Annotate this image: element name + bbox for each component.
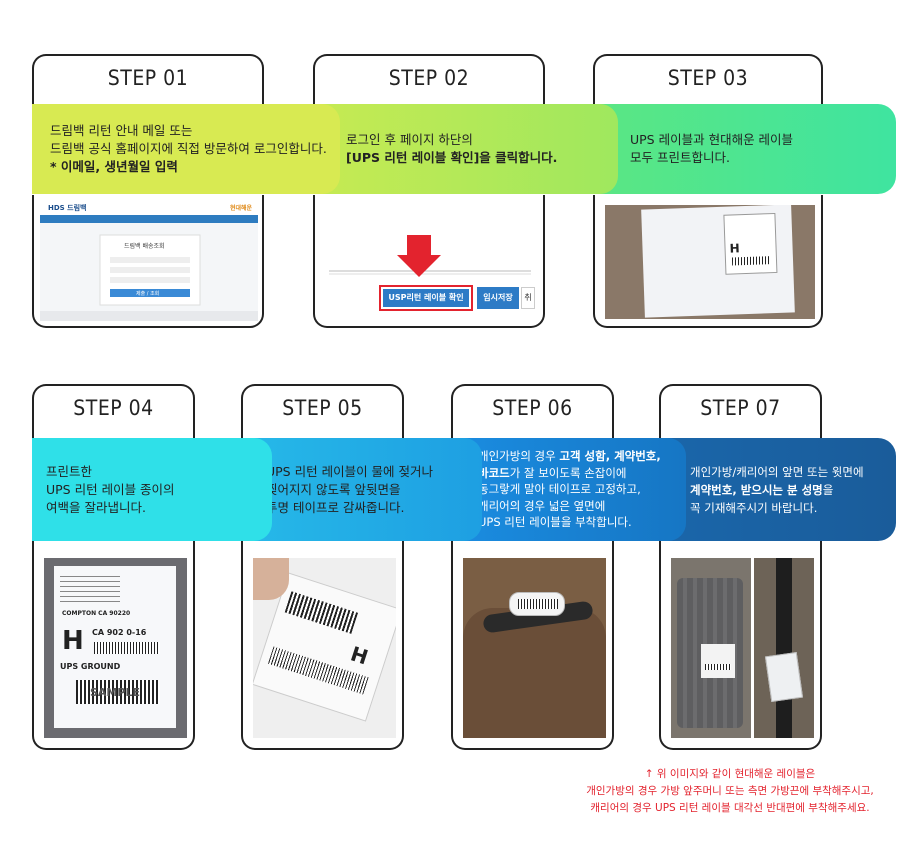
step-05-photo: H <box>253 558 396 738</box>
step-06-tab: STEP 06 <box>451 384 614 440</box>
step-01-brand-badge: 현대해운 <box>230 205 253 212</box>
step-07-label: STEP 07 <box>700 396 781 420</box>
barcode <box>284 591 359 634</box>
step-05-tab: STEP 05 <box>241 384 404 440</box>
trimmed-label: COMPTON CA 90220 H CA 902 0-16 UPS GROUN… <box>54 566 176 728</box>
step-02-band: 로그인 후 페이지 하단의 [UPS 리턴 레이블 확인]을 클릭합니다. <box>310 104 618 194</box>
printed-sheet: H <box>641 205 795 318</box>
step-02-tab: STEP 02 <box>313 54 545 106</box>
step-02-screenshot <box>329 235 531 277</box>
attachment-note: ↑ 위 이미지와 같이 현대해운 레이블은 개인가방의 경우 가방 앞주머니 또… <box>560 766 900 817</box>
step-02-label: STEP 02 <box>388 66 470 90</box>
step-02-card: USP리턴 레이블 확인 임시저장 취 <box>313 195 545 328</box>
label-sample: SAMPLE <box>90 686 140 699</box>
step-07-card <box>659 540 822 750</box>
step-04-photo: COMPTON CA 90220 H CA 902 0-16 UPS GROUN… <box>44 558 187 738</box>
step-01-card: HDS 드림백 현대해운 드림백 배송조회 제출 / 조회 <box>32 195 264 328</box>
step-06-band: 개인가방의 경우 고객 성함, 계약번호, 바코드가 잘 보이도록 손잡이에 동… <box>458 438 686 541</box>
label-service: UPS GROUND <box>60 662 121 671</box>
printed-label: H <box>723 212 778 275</box>
step-06-card <box>451 540 614 750</box>
step-01-screenshot <box>40 201 258 321</box>
label-code: CA 902 0-16 <box>92 628 147 637</box>
label-city: COMPTON CA 90220 <box>62 610 131 617</box>
barcode <box>731 256 771 266</box>
step-01-tab: STEP 01 <box>32 54 264 106</box>
note-line-2: 개인가방의 경우 가방 앞주머니 또는 측면 가방끈에 부착해주시고, <box>586 785 874 797</box>
cancel-button[interactable]: 취 <box>521 287 535 309</box>
step-06-label: STEP 06 <box>492 396 573 420</box>
step-01-logo: HDS 드림백 <box>48 204 87 212</box>
note-line-3: 캐리어의 경우 UPS 리턴 레이블 대각선 반대편에 부착해주세요. <box>590 802 870 814</box>
luggage-tag <box>764 651 804 703</box>
ups-return-label-button[interactable]: USP리턴 레이블 확인 <box>379 285 473 311</box>
temp-save-button[interactable]: 임시저장 <box>477 287 519 309</box>
step-04-tab: STEP 04 <box>32 384 195 440</box>
step-01-submit-button[interactable]: 제출 / 조회 <box>136 291 160 297</box>
barcode <box>518 599 558 609</box>
step-03-label: STEP 03 <box>667 66 749 90</box>
step-07-photo-tag <box>754 558 814 738</box>
step-04-card: COMPTON CA 90220 H CA 902 0-16 UPS GROUN… <box>32 540 195 750</box>
hand <box>253 558 289 600</box>
barcode <box>705 664 731 670</box>
step-01-label: STEP 01 <box>107 66 189 90</box>
step-03-tab: STEP 03 <box>593 54 823 106</box>
step-04-band: 프린트한 UPS 리턴 레이블 종이의 여백을 잘라냅니다. <box>32 438 272 541</box>
rolled-label <box>509 592 565 616</box>
label-letter: H <box>62 626 84 656</box>
step-05-band: UPS 리턴 레이블이 물에 젖거나 찢어지지 않도록 앞뒷면을 투명 테이프로… <box>252 438 482 541</box>
step-01-form-title: 드림백 배송조회 <box>124 243 165 250</box>
step-06-photo <box>463 558 606 738</box>
step-07-band: 개인가방/캐리어의 앞면 또는 윗면에 계약번호, 받으시는 분 성명을 꼭 기… <box>664 438 896 541</box>
step-03-photo: H <box>605 205 815 319</box>
step-01-band: 드림백 리턴 안내 메일 또는 드림백 공식 홈페이지에 직접 방문하여 로그인… <box>32 104 340 194</box>
step-03-band: UPS 레이블과 현대해운 레이블 모두 프린트합니다. <box>594 104 896 194</box>
note-line-1: ↑ 위 이미지와 같이 현대해운 레이블은 <box>644 768 816 780</box>
step-05-card: H <box>241 540 404 750</box>
barcode <box>76 680 160 704</box>
barcode <box>94 642 160 654</box>
luggage-strap <box>776 558 792 738</box>
step-04-label: STEP 04 <box>73 396 154 420</box>
step-05-label: STEP 05 <box>282 396 363 420</box>
step-07-tab: STEP 07 <box>659 384 822 440</box>
step-07-photo-suitcase <box>671 558 751 738</box>
suitcase-label <box>701 644 735 678</box>
step-03-card: H <box>593 195 823 328</box>
